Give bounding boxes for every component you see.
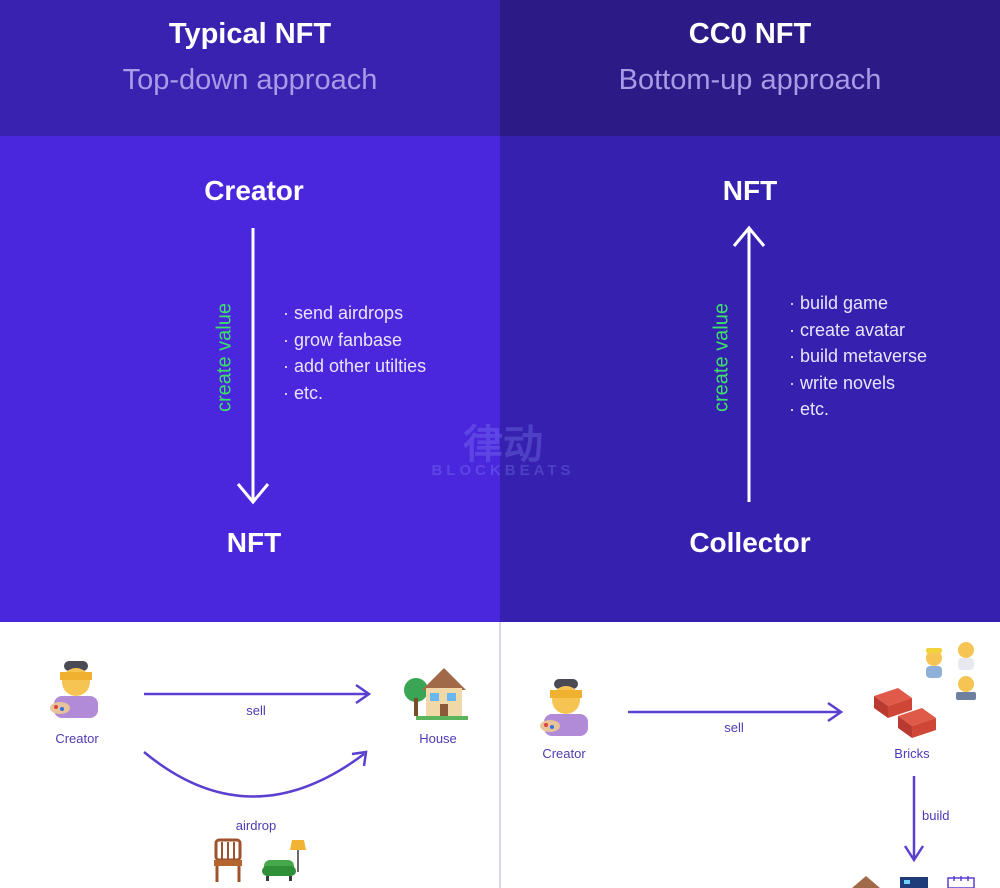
bricks-label: Bricks	[894, 746, 930, 761]
right-creator-label: Creator	[542, 746, 586, 761]
right-create-value-label: create value	[710, 303, 733, 412]
bullet-item: send airdrops	[283, 300, 426, 327]
house-label: House	[419, 731, 457, 746]
left-subtitle: Top-down approach	[122, 64, 378, 96]
bullet-item: grow fanbase	[283, 327, 426, 354]
right-build-arrow	[903, 776, 925, 863]
house-icon	[852, 876, 880, 888]
bullet-item: add other utilties	[283, 353, 426, 380]
left-bullet-list: send airdrops grow fanbase add other uti…	[283, 300, 426, 406]
bullet-item: build metaverse	[789, 343, 927, 370]
left-creator-label: Creator	[55, 731, 99, 746]
watermark-logo: 律动	[463, 423, 543, 467]
left-sell-label: sell	[246, 703, 266, 718]
left-top-node: Creator	[204, 175, 304, 206]
right-sell-arrow	[628, 701, 844, 723]
left-airdrop-arrow	[143, 750, 368, 798]
artist-icon	[540, 679, 588, 736]
left-sell-arrow	[144, 683, 372, 705]
right-header-panel	[500, 0, 1000, 136]
right-build-label: build	[922, 808, 950, 823]
bullet-item: build game	[789, 290, 927, 317]
bricks-icon	[874, 688, 936, 738]
left-bottom-node: NFT	[226, 527, 282, 558]
sofa-lamp-icon	[262, 840, 306, 881]
left-title: Typical NFT	[168, 18, 332, 50]
left-down-arrow	[236, 228, 270, 505]
builders-icon	[926, 642, 976, 700]
house-icon	[404, 668, 468, 720]
bullet-item: etc.	[789, 396, 927, 423]
right-bottom-node: Collector	[689, 527, 811, 558]
right-illustration-panel	[501, 622, 1000, 888]
right-title: CC0 NFT	[688, 18, 812, 50]
bullet-item: write novels	[789, 370, 927, 397]
left-airdrop-label: airdrop	[235, 818, 277, 833]
watermark-text: BLOCKBEATS	[431, 462, 575, 479]
artist-icon	[50, 661, 98, 718]
right-subtitle: Bottom-up approach	[618, 64, 882, 96]
bullet-item: etc.	[283, 380, 426, 407]
left-create-value-label: create value	[213, 303, 236, 412]
chair-icon	[214, 838, 242, 882]
notes-icon	[947, 876, 975, 888]
left-header-panel	[0, 0, 500, 136]
right-top-node: NFT	[722, 175, 778, 206]
illustration-divider	[499, 622, 501, 888]
game-screen-icon	[900, 877, 928, 888]
bullet-item: create avatar	[789, 317, 927, 344]
right-bullet-list: build game create avatar build metaverse…	[789, 290, 927, 423]
right-sell-label: sell	[724, 720, 744, 735]
right-up-arrow	[732, 225, 766, 502]
